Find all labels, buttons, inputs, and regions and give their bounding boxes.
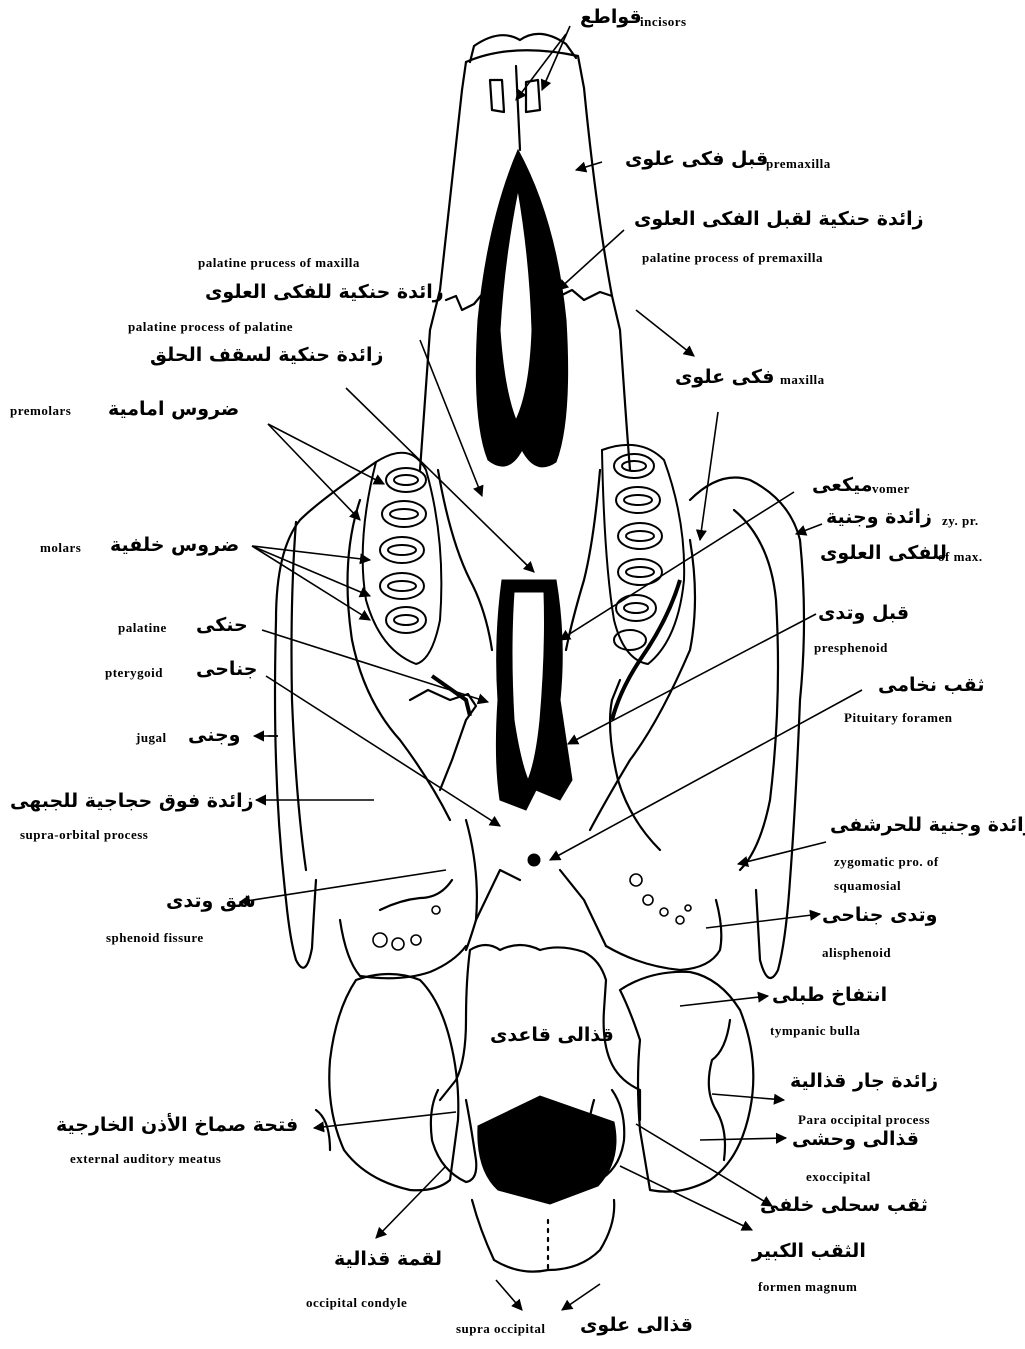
label-maxilla-en: maxilla — [780, 373, 825, 386]
label-vomer-ar: ميكعى — [812, 476, 873, 495]
label-palatine-ar: حنكى — [196, 616, 248, 635]
label-premaxilla-en: premaxilla — [766, 157, 831, 170]
label-pal-premax-ar: زائدة حنكية لقبل الفكى العلوى — [634, 210, 924, 229]
label-tympanic-en: tympanic bulla — [770, 1024, 860, 1037]
label-alisph-ar: وتدى جناحى — [822, 906, 937, 925]
supraoccipital-outline — [472, 1200, 614, 1272]
label-supraorb-en: supra-orbital process — [20, 828, 148, 841]
label-molars-en: molars — [40, 541, 81, 554]
label-jugal-en: jugal — [136, 731, 167, 744]
label-zypr-en2: of max. — [938, 550, 983, 563]
label-basioccipital-ar: قذالى قاعدى — [490, 1026, 614, 1045]
label-pal-max-en: palatine prucess of maxilla — [198, 256, 360, 269]
foramina-dots — [373, 874, 691, 950]
label-premolars-ar: ضروس امامية — [108, 400, 239, 419]
label-pal-pal-ar: زائدة حنكية لسقف الحلق — [150, 346, 383, 365]
occipital-condyle-left — [431, 1090, 476, 1182]
label-jugal-ar: وجنى — [188, 726, 240, 745]
label-incisors-en: incisors — [640, 15, 687, 28]
jugal-right — [690, 478, 804, 979]
label-paraocc-en: Para occipital process — [798, 1113, 930, 1126]
label-zygsq-en2: squamosial — [834, 879, 901, 892]
label-vomer-en: vomer — [872, 482, 910, 495]
label-tympanic-ar: انتفاخ طبلى — [772, 986, 887, 1005]
label-pal-premax-en: palatine process of premaxilla — [642, 251, 823, 264]
label-postforamen-ar: ثقب سحلى خلفى — [760, 1196, 928, 1215]
label-pterygoid-en: pterygoid — [105, 666, 163, 679]
label-pituitary-ar: ثقب نخامى — [878, 676, 985, 695]
label-pal-max-ar: زائدة حنكية للفكى العلوى — [205, 283, 444, 302]
label-pterygoid-ar: جناحى — [196, 660, 258, 679]
label-paraocc-ar: زائدة جار قذالية — [790, 1072, 938, 1091]
label-condyle-en: occipital condyle — [306, 1296, 407, 1309]
label-palatine-en: palatine — [118, 621, 167, 634]
label-sphenfis-en: sphenoid fissure — [106, 931, 204, 944]
label-zypr-ar: زائدة وجنية — [826, 508, 932, 527]
label-condyle-ar: لقمة قذالية — [334, 1250, 442, 1269]
label-exocc-ar: قذالى وحشى — [792, 1130, 919, 1149]
label-eam-en: external auditory meatus — [70, 1152, 221, 1165]
label-pituitary-en: Pituitary foramen — [844, 711, 953, 724]
label-zypr-ar2: للفكى العلوى — [820, 544, 947, 563]
label-magnum-ar: الثقب الكبير — [752, 1242, 866, 1261]
label-zypr-en: zy. pr. — [942, 514, 979, 527]
label-incisors-ar: قواطع — [580, 8, 642, 27]
label-pal-pal-en: palatine process of palatine — [128, 320, 293, 333]
label-supraorb-ar: زائدة فوق حجاجية للجبهى — [10, 792, 254, 811]
label-sphenfis-ar: شق وتدى — [166, 892, 256, 911]
tooth-row-left — [363, 453, 442, 664]
label-presphenoid-en: presphenoid — [814, 641, 888, 654]
label-supraocc-ar: قذالى علوى — [580, 1316, 693, 1335]
label-molars-ar: ضروس خلفية — [110, 536, 239, 555]
label-magnum-en: formen magnum — [758, 1280, 857, 1293]
label-exocc-en: exoccipital — [806, 1170, 871, 1183]
label-eam-ar: فتحة صماخ الأذن الخارجية — [56, 1116, 298, 1135]
label-premolars-en: premolars — [10, 404, 71, 417]
foramen-magnum — [478, 1096, 616, 1204]
label-presphenoid-ar: قبل وتدى — [818, 604, 909, 623]
label-maxilla-ar: فكى علوى — [675, 368, 774, 387]
label-premaxilla-ar: قبل فكى علوى — [625, 150, 768, 169]
label-zygsq-en: zygomatic pro. of — [834, 855, 939, 868]
label-zygsq-ar: زائدة وجنية للحرشفى — [830, 816, 1025, 835]
label-supraocc-en: supra occipital — [456, 1322, 545, 1335]
label-alisph-en: alisphenoid — [822, 946, 891, 959]
tooth-row-right — [602, 445, 684, 664]
